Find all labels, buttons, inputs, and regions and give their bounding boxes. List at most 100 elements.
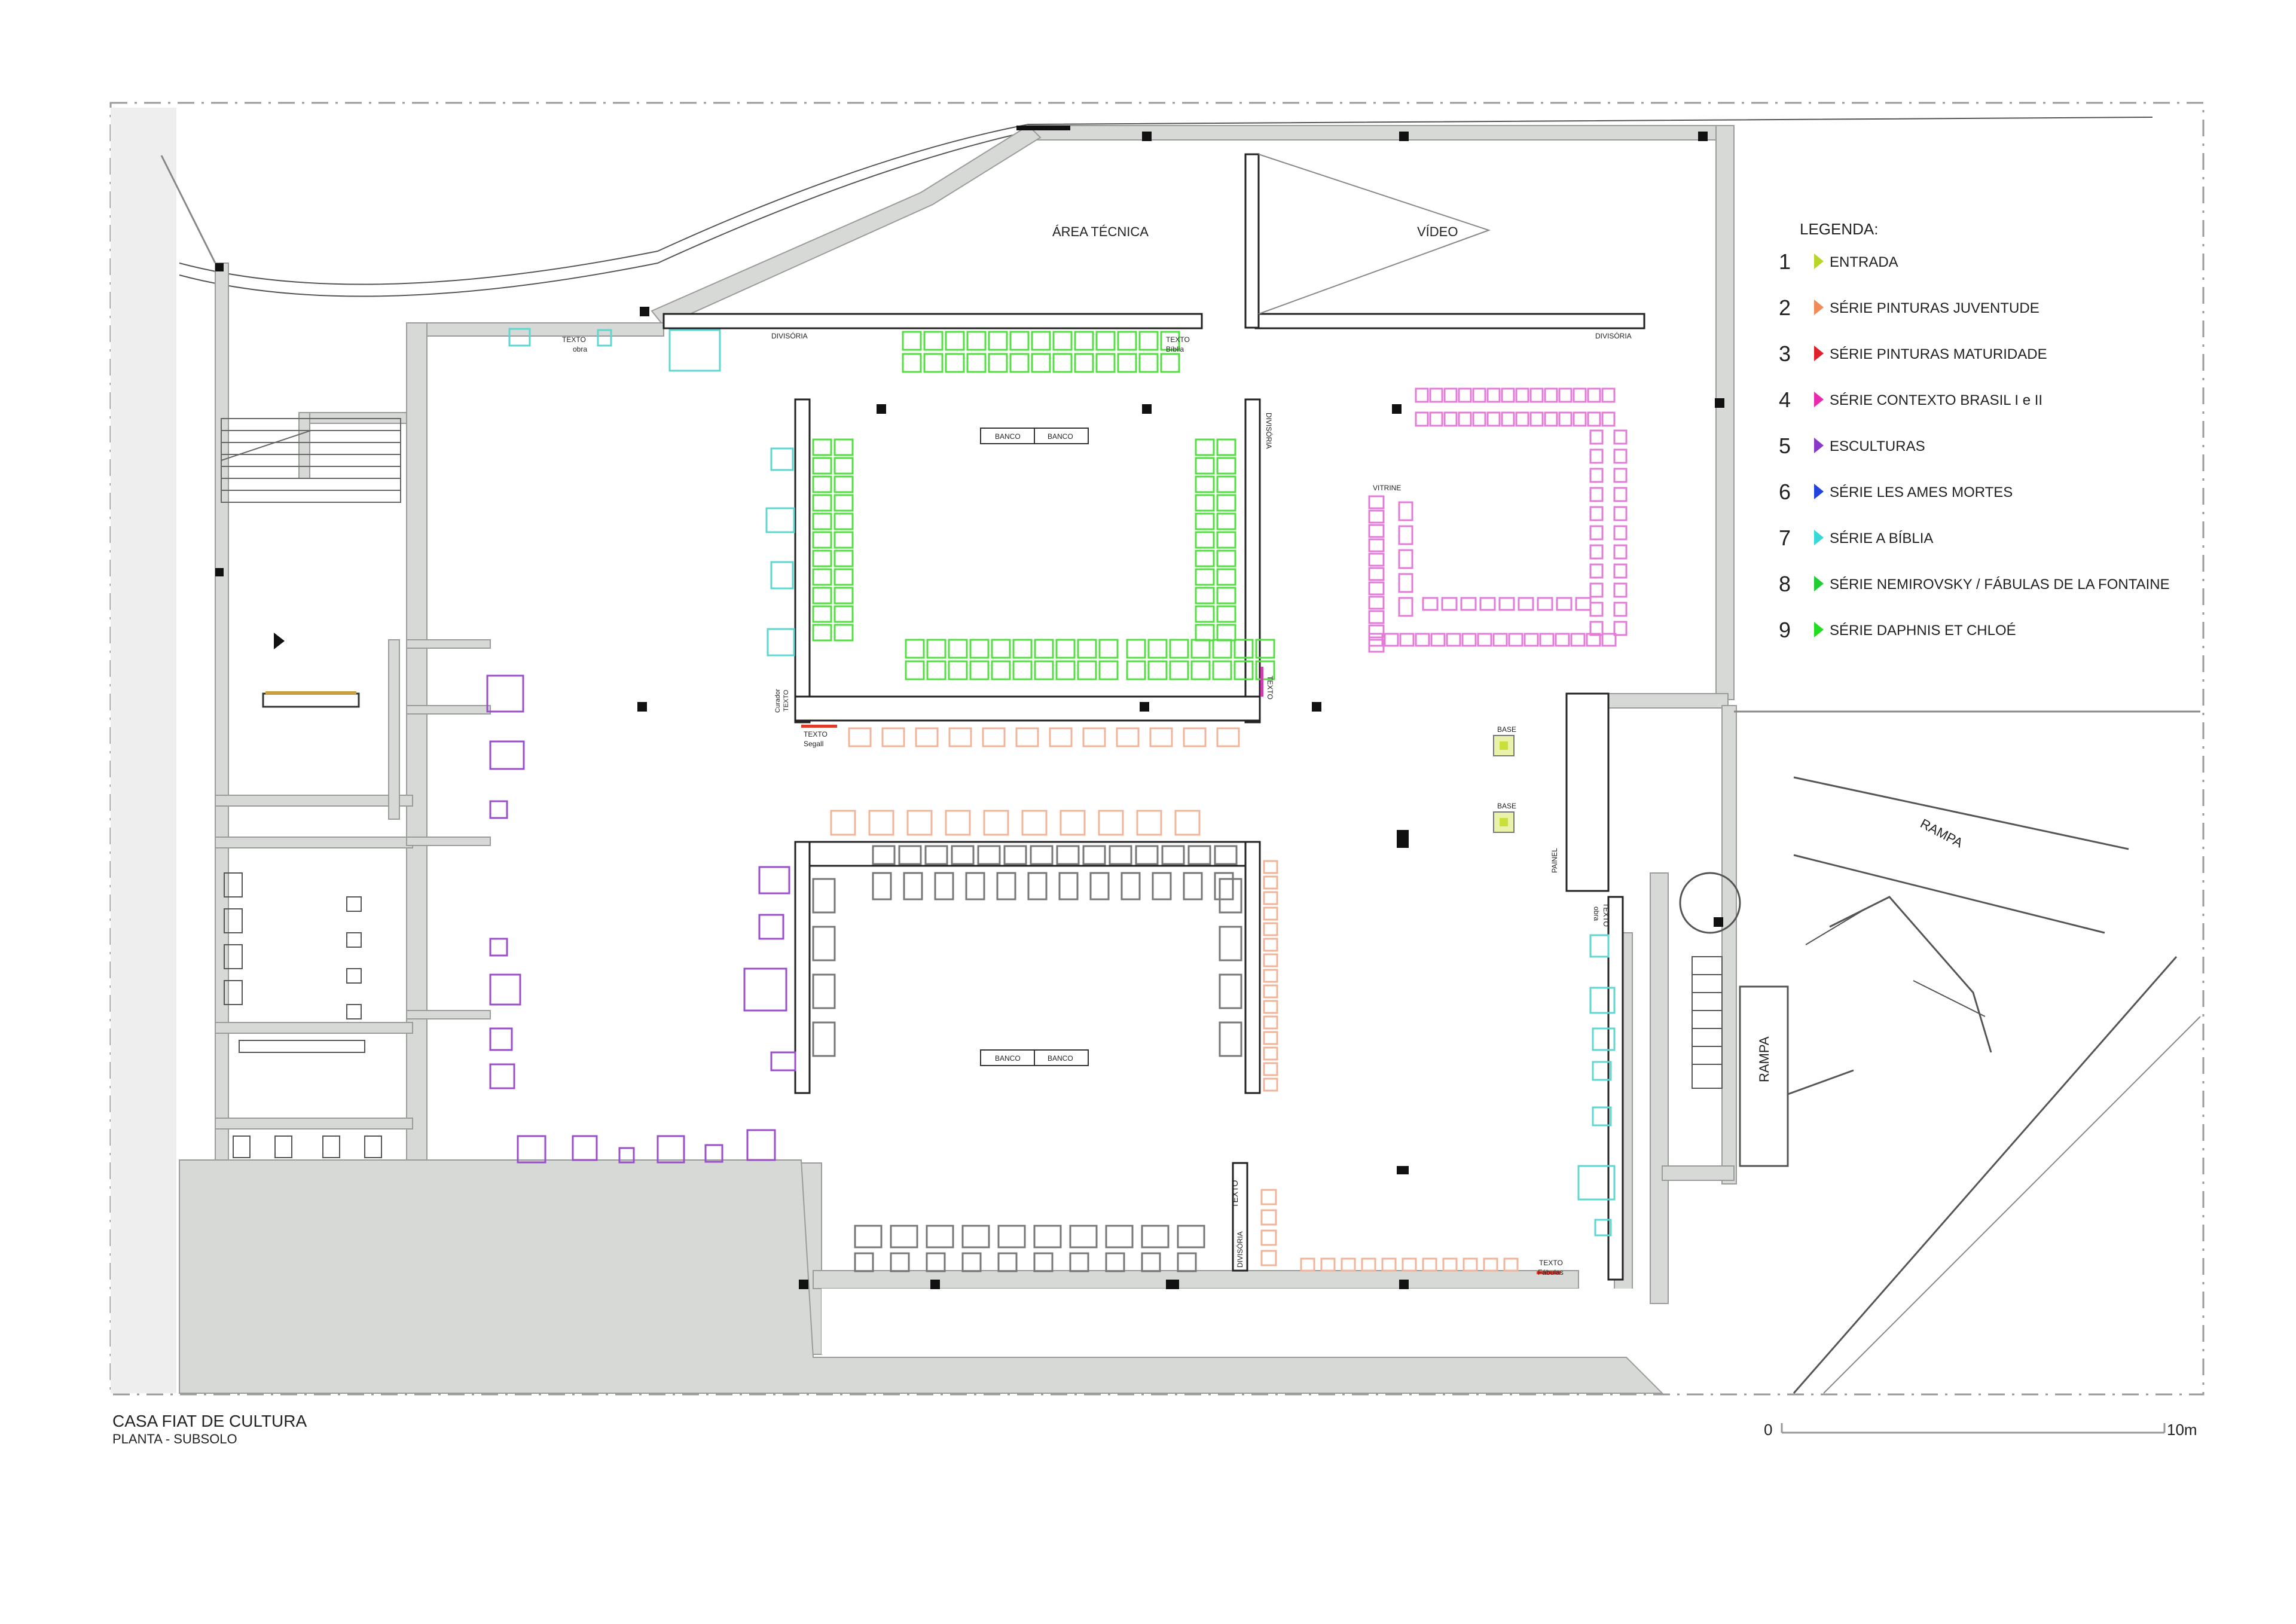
road-edge — [160, 155, 216, 264]
legend-label: SÉRIE CONTEXTO BRASIL I e II — [1830, 392, 2042, 408]
grey-frame — [926, 1252, 946, 1272]
pink-frame — [1443, 387, 1458, 403]
salmon-frame — [982, 727, 1006, 747]
pink-frame — [1589, 487, 1604, 502]
sculpture-base — [704, 1144, 723, 1163]
triangle-marker-icon — [1814, 346, 1824, 361]
grey-frame — [961, 1225, 990, 1248]
triangle-marker-icon — [1814, 392, 1824, 407]
pink-frame — [1368, 596, 1385, 610]
service-zone — [215, 262, 491, 1161]
green-frame — [1195, 605, 1215, 623]
salmon-frame — [1082, 727, 1106, 747]
pink-frame — [1398, 549, 1413, 569]
stairs-right — [1692, 956, 1723, 1089]
legend-label: ENTRADA — [1830, 254, 1898, 270]
salmon-frame — [1263, 969, 1278, 983]
lower-left-service-mass — [179, 1159, 1664, 1394]
green-frame — [1255, 660, 1275, 680]
pink-frame — [1575, 597, 1592, 611]
bible-frame — [1594, 1219, 1612, 1237]
pink-frame — [1613, 563, 1628, 579]
label-divisoria-4: DIVISÓRIA — [1235, 1231, 1244, 1268]
pink-frame — [1398, 501, 1413, 521]
grey-frame — [1161, 845, 1185, 865]
green-frame — [833, 605, 854, 623]
pink-frame — [1613, 602, 1628, 617]
grey-frame — [1033, 1252, 1054, 1272]
green-frame — [1216, 624, 1236, 642]
salmon-frame — [881, 727, 905, 747]
grey-frame — [1152, 872, 1172, 900]
pink-frame — [1589, 582, 1604, 598]
grey-frame — [1058, 872, 1079, 900]
grey-frame — [1030, 845, 1054, 865]
pink-frame — [1501, 387, 1515, 403]
grey-frame — [1177, 1225, 1205, 1248]
pink-frame — [1479, 597, 1496, 611]
triangle-marker-icon — [1814, 254, 1824, 269]
green-frame — [812, 531, 832, 549]
triangle-marker-icon — [1814, 300, 1824, 315]
green-frame — [1216, 531, 1236, 549]
salmon-frame — [830, 810, 856, 836]
green-frame — [1138, 331, 1159, 351]
salmon-frame — [1300, 1257, 1315, 1272]
bible-frame — [770, 447, 794, 471]
grey-frame — [1219, 878, 1242, 914]
sculpture-base — [486, 674, 524, 713]
green-frame — [1216, 587, 1236, 605]
pink-frame — [1368, 633, 1384, 647]
service-bench-top — [265, 691, 356, 694]
grey-frame — [1105, 1225, 1134, 1248]
triangle-marker-icon — [1814, 622, 1824, 637]
pink-frame — [1529, 411, 1544, 427]
pink-frame — [1443, 411, 1458, 427]
green-frame — [1077, 660, 1097, 680]
green-frame — [1147, 639, 1168, 659]
green-frame — [1216, 550, 1236, 567]
grey-frame — [1219, 1021, 1242, 1057]
grey-frame — [1003, 845, 1027, 865]
grey-frame — [1187, 845, 1211, 865]
green-frame — [812, 605, 832, 623]
pink-frame — [1368, 524, 1385, 538]
salmon-frame — [1263, 984, 1278, 999]
pink-frame — [1486, 387, 1501, 403]
pink-frame — [1368, 610, 1385, 624]
green-frame — [1160, 353, 1180, 373]
salmon-frame — [1263, 1046, 1278, 1061]
grey-frame — [926, 1225, 954, 1248]
label-painel: PAINEL — [1550, 848, 1559, 873]
green-frame — [1216, 438, 1236, 456]
salmon-frame — [1098, 810, 1124, 836]
base-1-core — [1500, 741, 1508, 750]
pink-frame — [1587, 411, 1601, 427]
green-frame — [1169, 639, 1189, 659]
wall-text-marker-segall — [801, 725, 837, 728]
grey-frame — [1177, 1252, 1197, 1272]
green-frame — [833, 624, 854, 642]
bible-frame — [668, 329, 721, 372]
pink-frame — [1613, 506, 1628, 521]
sculpture-base — [770, 1051, 796, 1072]
bible-frame — [765, 507, 795, 533]
drawing-frame — [109, 102, 2205, 1396]
pink-frame — [1441, 597, 1458, 611]
label-divisoria-1: DIVISÓRIA — [771, 331, 808, 340]
entrance-arrow-icon — [274, 633, 285, 649]
pink-frame — [1544, 387, 1558, 403]
green-frame — [1031, 331, 1051, 351]
green-frame — [833, 587, 854, 605]
pink-frame — [1515, 387, 1529, 403]
green-frame — [1147, 660, 1168, 680]
bible-frame — [508, 328, 531, 347]
green-frame — [948, 660, 968, 680]
green-frame — [812, 494, 832, 512]
exterior-left-strip — [111, 108, 176, 1393]
salmon-frame — [1263, 1077, 1278, 1092]
pink-frame — [1613, 429, 1628, 445]
green-frame — [1216, 568, 1236, 586]
salmon-frame — [1116, 727, 1140, 747]
label-banco-4: BANCO — [1048, 1054, 1073, 1063]
